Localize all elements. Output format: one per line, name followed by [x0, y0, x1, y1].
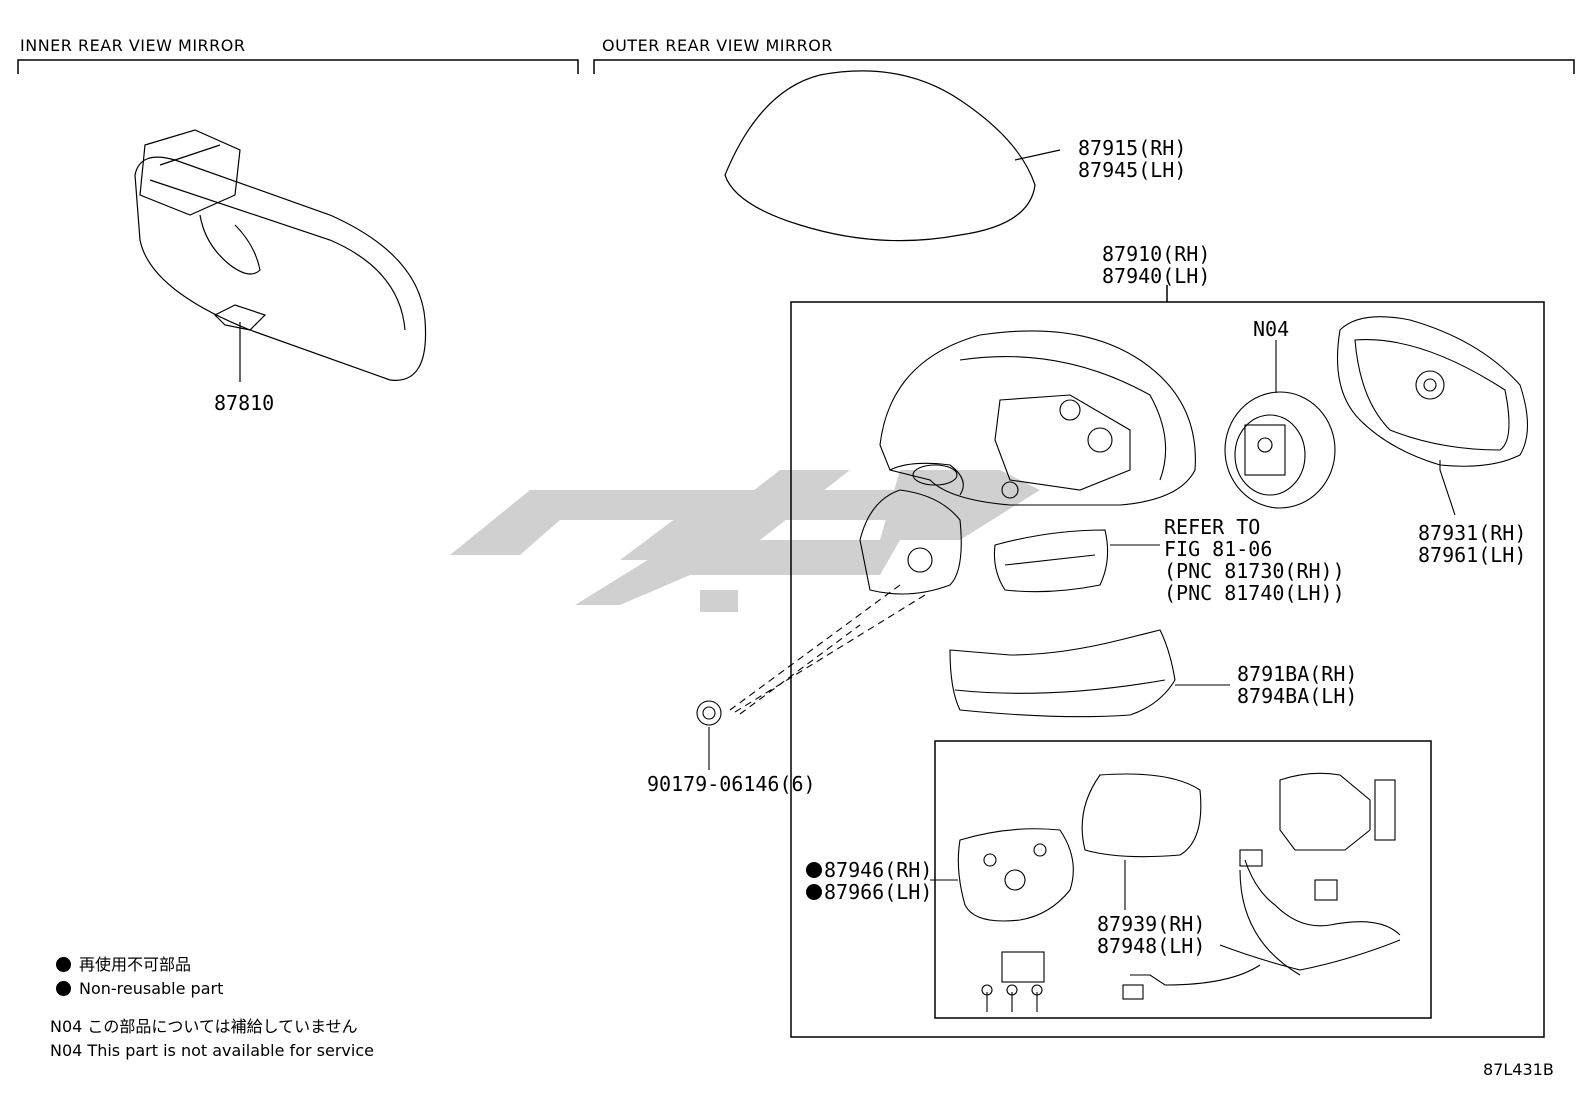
n04-motor-drawing	[1224, 340, 1336, 509]
bracket-drawing	[930, 828, 1074, 922]
nut-drawing	[696, 584, 926, 770]
harness-drawing	[1122, 772, 1401, 1000]
part-label-nut[interactable]: 90179-06146(6)	[647, 773, 816, 795]
nonreusable-dot-icon	[806, 862, 822, 878]
part-number-lh: 87961(LH)	[1418, 543, 1527, 567]
legend-n04: N04 この部品については補給していません N04 This part is n…	[50, 1015, 374, 1063]
part-label-cover[interactable]: 87915(RH) 87945(LH)	[1078, 137, 1186, 181]
legend-n04-en: N04 This part is not available for servi…	[50, 1041, 374, 1060]
part-number-rh: 8791BA(RH)	[1237, 662, 1358, 686]
part-number-lh: 87940(LH)	[1102, 264, 1211, 288]
part-number-rh: 87910(RH)	[1102, 242, 1211, 266]
part-number-lh: 87966(LH)	[806, 881, 932, 903]
mirror-body-drawing	[859, 330, 1196, 595]
part-label-inner-mirror[interactable]: 87810	[214, 392, 274, 414]
nonreusable-dot-icon	[806, 884, 822, 900]
section-brackets	[17, 59, 1575, 74]
turn-lamp-drawing	[993, 529, 1160, 593]
nonreusable-dot-icon	[56, 957, 71, 972]
watermark-logo	[450, 470, 1040, 612]
legend-n04-jp: N04 この部品については補給していません	[50, 1017, 358, 1036]
part-number-rh: 87946(RH)	[806, 859, 932, 881]
part-label-garnish[interactable]: 8791BA(RH) 8794BA(LH)	[1237, 663, 1357, 707]
garnish-drawing	[949, 629, 1230, 718]
figure-id: 87L431B	[1483, 1060, 1554, 1079]
part-number: 90179-06146(6)	[647, 772, 816, 796]
legend-nonreusable-en: Non-reusable part	[56, 977, 223, 1001]
refer-line-1: REFER TO	[1164, 515, 1261, 539]
legend: 再使用不可部品 Non-reusable part	[56, 953, 223, 1001]
part-label-n04[interactable]: N04	[1253, 318, 1289, 340]
part-number-lh: 87948(LH)	[1097, 934, 1206, 958]
part-number: N04	[1253, 317, 1290, 341]
part-label-housing-cover[interactable]: 87939(RH) 87948(LH)	[1097, 913, 1205, 957]
part-number-rh: 87931(RH)	[1418, 521, 1527, 545]
part-label-mirror-sub[interactable]: 87931(RH) 87961(LH)	[1418, 522, 1526, 566]
part-number-rh: 87939(RH)	[1097, 912, 1206, 936]
section-title-outer: OUTER REAR VIEW MIRROR	[602, 36, 833, 55]
part-label-bracket[interactable]: 87946(RH) 87966(LH)	[806, 859, 932, 903]
part-number-lh: 87945(LH)	[1078, 158, 1187, 182]
section-title-inner: INNER REAR VIEW MIRROR	[20, 36, 246, 55]
refer-line-4: (PNC 81740(LH))	[1164, 581, 1345, 605]
legend-nonreusable-jp: 再使用不可部品	[56, 953, 223, 977]
refer-note[interactable]: REFER TO FIG 81-06 (PNC 81730(RH)) (PNC …	[1164, 516, 1345, 604]
mirror-cover-drawing	[724, 70, 1061, 242]
nonreusable-dot-icon	[56, 981, 71, 996]
screws-drawing	[981, 951, 1045, 1012]
mirror-sub-drawing	[1337, 316, 1528, 516]
refer-line-3: (PNC 81730(RH))	[1164, 559, 1345, 583]
refer-line-2: FIG 81-06	[1164, 537, 1273, 561]
part-number-rh: 87915(RH)	[1078, 136, 1187, 160]
part-label-assembly[interactable]: 87910(RH) 87940(LH)	[1102, 243, 1210, 287]
part-number: 87810	[214, 391, 275, 415]
part-number-lh: 8794BA(LH)	[1237, 684, 1358, 708]
housing-cover-drawing	[1081, 773, 1202, 910]
inner-mirror-drawing	[134, 129, 427, 382]
